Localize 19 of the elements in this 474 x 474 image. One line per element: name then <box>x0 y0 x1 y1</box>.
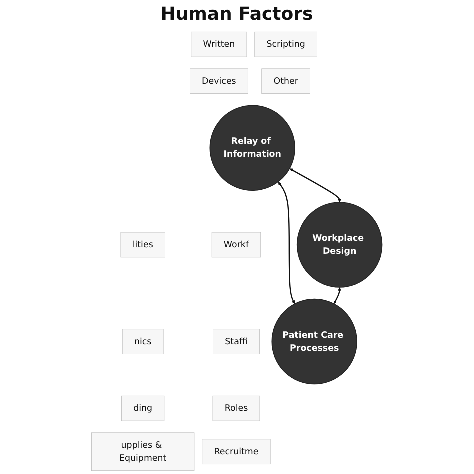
node-circle: Patient Care Processes <box>272 298 358 385</box>
node-box: Roles <box>212 396 260 422</box>
node-box: Staffi <box>213 329 260 354</box>
node-box: lities <box>120 232 166 258</box>
node-box: Devices <box>190 68 248 94</box>
arrow <box>334 287 342 304</box>
node-box: Written <box>191 32 248 58</box>
node-box: Workf <box>212 232 262 258</box>
node-box: Scripting <box>254 32 318 58</box>
node-circle: Workplace Design <box>296 202 383 288</box>
node-box: nics <box>122 329 164 354</box>
node-box: Other <box>262 68 310 94</box>
center-label: Human Factors <box>160 4 314 25</box>
node-box: upplies & Equipment <box>92 432 195 472</box>
node-box: Recruitme <box>202 439 271 465</box>
arrow <box>278 182 296 304</box>
arrow <box>290 168 342 203</box>
node-box: ding <box>122 396 165 422</box>
node-circle: Relay of Information <box>210 105 296 192</box>
